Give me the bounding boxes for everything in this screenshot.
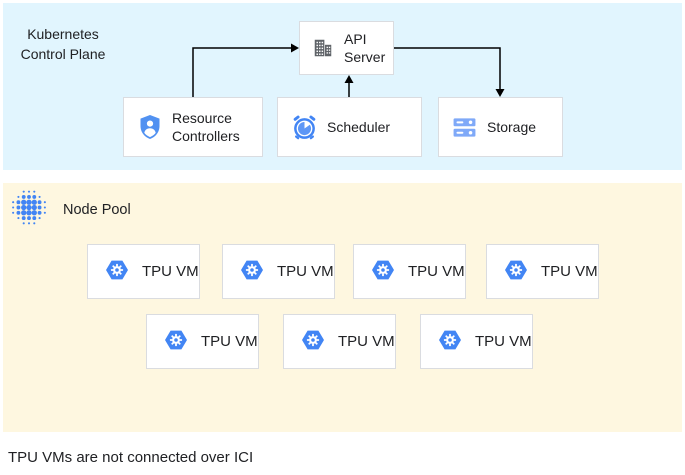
- tpu-vm-node: TPU VM: [283, 314, 396, 369]
- tpu-vm-label: TPU VM: [277, 263, 334, 280]
- control-plane-title: Kubernetes Control Plane: [20, 26, 106, 62]
- arrow-api-server-to-storage: [394, 47, 505, 97]
- tpu-vm-label: TPU VM: [408, 263, 465, 280]
- alarm-clock-icon: [292, 114, 317, 141]
- control-plane-section: Kubernetes Control Plane API Server: [3, 3, 682, 170]
- storage-node: Storage: [438, 97, 563, 157]
- tpu-hexagon-icon: [105, 259, 129, 285]
- tpu-vm-node: TPU VM: [353, 244, 466, 299]
- tpu-vm-label: TPU VM: [142, 263, 199, 280]
- tpu-vm-node: TPU VM: [486, 244, 599, 299]
- tpu-vm-label: TPU VM: [475, 333, 532, 350]
- storage-label: Storage: [487, 119, 537, 135]
- diagram-caption: TPU VMs are not connected over ICI: [8, 449, 254, 466]
- tpu-vm-label: TPU VM: [338, 333, 395, 350]
- resource-controllers-label: Resource Controllers: [172, 110, 240, 144]
- scheduler-label: Scheduler: [327, 119, 391, 135]
- shield-person-icon: [138, 114, 162, 140]
- halftone-dots-icon: [10, 189, 48, 231]
- node-pool-label: Node Pool: [63, 202, 131, 218]
- tpu-vm-node: TPU VM: [87, 244, 200, 299]
- node-pool-header: Node Pool: [10, 189, 131, 231]
- tpu-hexagon-icon: [240, 259, 264, 285]
- tpu-vm-node: TPU VM: [222, 244, 335, 299]
- arrow-resource-controllers-to-api-server: [192, 43, 299, 97]
- tpu-hexagon-icon: [438, 329, 462, 355]
- arrow-scheduler-to-api-server: [344, 75, 354, 97]
- tpu-hexagon-icon: [371, 259, 395, 285]
- tpu-vm-label: TPU VM: [541, 263, 598, 280]
- api-server-node: API Server: [299, 21, 394, 75]
- tpu-hexagon-icon: [301, 329, 325, 355]
- tpu-vm-label: TPU VM: [201, 333, 258, 350]
- resource-controllers-node: Resource Controllers: [123, 97, 263, 157]
- tpu-hexagon-icon: [164, 329, 188, 355]
- node-pool-section: Node Pool TPU VM TPU VM TPU VM TPU VM TP…: [3, 183, 682, 432]
- api-server-label: API Server: [344, 31, 386, 65]
- scheduler-node: Scheduler: [277, 97, 422, 157]
- building-icon: [312, 37, 334, 59]
- server-rack-icon: [452, 115, 477, 140]
- tpu-vm-node: TPU VM: [420, 314, 533, 369]
- tpu-vm-node: TPU VM: [146, 314, 259, 369]
- tpu-hexagon-icon: [504, 259, 528, 285]
